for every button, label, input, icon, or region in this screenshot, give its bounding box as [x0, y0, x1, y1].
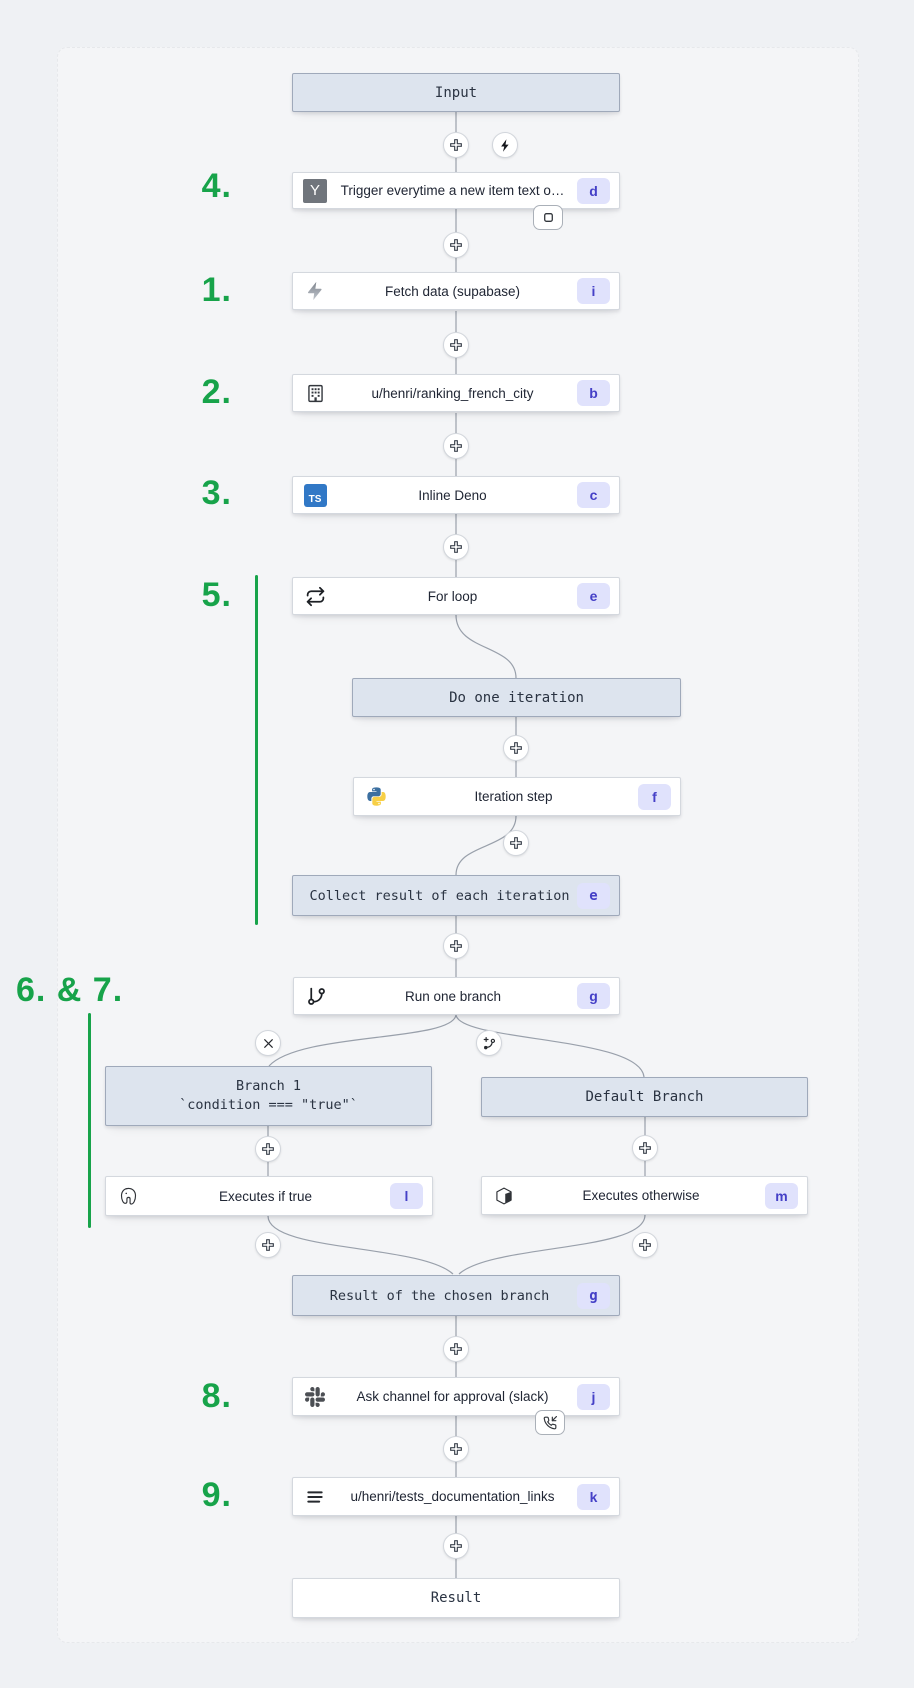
node-do-one-iteration[interactable]: Do one iteration [352, 678, 681, 717]
node-input-label: Input [434, 84, 478, 101]
insert-step-button[interactable] [255, 1232, 281, 1258]
hackernews-icon: Y [302, 178, 328, 204]
node-branch-1-condition: `condition === "true"` [179, 1097, 358, 1113]
insert-step-button[interactable] [443, 933, 469, 959]
annotation-4: 4. [201, 167, 232, 205]
node-input[interactable]: Input [292, 73, 620, 112]
annotation-5: 5. [201, 576, 232, 614]
node-branch-1-title: Branch 1 [235, 1078, 302, 1094]
insert-step-button[interactable] [443, 433, 469, 459]
node-run-one-branch[interactable]: Run one branch g [293, 977, 620, 1015]
typescript-icon: TS [302, 482, 328, 508]
node-inline-deno[interactable]: TS Inline Deno c [292, 476, 620, 514]
add-branch-button[interactable] [476, 1030, 502, 1056]
building-icon [302, 380, 328, 406]
node-executes-otherwise-label: Executes otherwise [582, 1188, 700, 1203]
remove-branch-button[interactable] [255, 1030, 281, 1056]
insert-step-button[interactable] [443, 1436, 469, 1462]
node-executes-if-true[interactable]: Executes if true l [105, 1176, 433, 1216]
node-branch-1[interactable]: Branch 1 `condition === "true"` [105, 1066, 432, 1126]
node-run-one-branch-id-badge: g [577, 983, 610, 1009]
insert-step-button[interactable] [443, 1336, 469, 1362]
node-tests-documentation[interactable]: u/henri/tests_documentation_links k [292, 1477, 620, 1516]
node-collect-result[interactable]: Collect result of each iteration e [292, 875, 620, 916]
phone-incoming-button[interactable] [535, 1410, 565, 1435]
node-executes-if-true-id-badge: l [390, 1183, 423, 1209]
insert-step-button[interactable] [443, 132, 469, 158]
node-slack-approval-id-badge: j [577, 1383, 610, 1410]
node-chosen-branch-result[interactable]: Result of the chosen branch g [292, 1275, 620, 1316]
annotation-8: 8. [201, 1377, 232, 1415]
node-tests-documentation-id-badge: k [577, 1483, 610, 1510]
annotation-line-6-7 [88, 1013, 91, 1228]
insert-step-button[interactable] [503, 735, 529, 761]
node-iteration-step-id-badge: f [638, 783, 671, 810]
node-slack-approval[interactable]: Ask channel for approval (slack) j [292, 1377, 620, 1416]
node-for-loop[interactable]: For loop e [292, 577, 620, 615]
node-result-label: Result [430, 1590, 482, 1606]
node-default-branch-label: Default Branch [585, 1089, 704, 1105]
annotation-1: 1. [201, 271, 232, 309]
node-inline-deno-id-badge: c [577, 482, 610, 508]
node-run-one-branch-label: Run one branch [404, 988, 502, 1004]
stop-square-button[interactable] [533, 205, 563, 230]
node-for-loop-id-badge: e [577, 583, 610, 609]
node-tests-documentation-label: u/henri/tests_documentation_links [350, 1489, 555, 1504]
annotation-3: 3. [201, 474, 232, 512]
trigger-bolt-button[interactable] [492, 132, 518, 158]
node-fetch-id-badge: i [577, 278, 610, 304]
insert-step-button[interactable] [443, 232, 469, 258]
node-executes-if-true-label: Executes if true [218, 1188, 313, 1204]
node-fetch-label: Fetch data (supabase) [384, 283, 521, 299]
node-for-loop-label: For loop [427, 588, 478, 604]
node-executes-otherwise-id-badge: m [765, 1182, 798, 1209]
node-do-one-iteration-label: Do one iteration [449, 689, 584, 706]
node-result[interactable]: Result [292, 1578, 620, 1618]
node-iteration-step-label: Iteration step [474, 789, 553, 804]
annotation-6-7: 6. & 7. [16, 971, 124, 1009]
insert-step-button[interactable] [632, 1135, 658, 1161]
annotation-line-5 [255, 575, 258, 925]
insert-step-button[interactable] [443, 534, 469, 560]
node-trigger-label: Trigger everytime a new item text o… [340, 183, 565, 198]
node-fetch-data[interactable]: Fetch data (supabase) i [292, 272, 620, 310]
insert-step-button[interactable] [443, 1533, 469, 1559]
slack-icon [302, 1384, 328, 1410]
insert-step-button[interactable] [632, 1232, 658, 1258]
node-iteration-step[interactable]: Iteration step f [353, 777, 681, 816]
node-trigger-id-badge: d [577, 177, 610, 204]
insert-step-button[interactable] [255, 1136, 281, 1162]
annotation-2: 2. [201, 373, 232, 411]
supabase-bolt-icon [302, 278, 328, 304]
annotation-9: 9. [201, 1476, 232, 1514]
node-ranking-id-badge: b [577, 380, 610, 406]
node-chosen-branch-result-label: Result of the chosen branch [329, 1287, 550, 1304]
node-chosen-branch-id-badge: g [577, 1282, 610, 1309]
insert-step-button[interactable] [503, 830, 529, 856]
node-ranking-script[interactable]: u/henri/ranking_french_city b [292, 374, 620, 412]
git-branch-icon [303, 983, 329, 1009]
node-slack-approval-label: Ask channel for approval (slack) [356, 1389, 549, 1404]
node-default-branch[interactable]: Default Branch [481, 1077, 808, 1117]
node-trigger[interactable]: Y Trigger everytime a new item text o… d [292, 172, 620, 209]
postgresql-icon [115, 1183, 141, 1209]
insert-step-button[interactable] [443, 332, 469, 358]
menu-lines-icon [302, 1484, 328, 1510]
repeat-loop-icon [302, 583, 328, 609]
node-ranking-label: u/henri/ranking_french_city [371, 385, 534, 401]
node-inline-deno-label: Inline Deno [418, 487, 487, 503]
node-collect-result-label: Collect result of each iteration [309, 887, 570, 904]
python-icon [363, 784, 389, 810]
node-executes-otherwise[interactable]: Executes otherwise m [481, 1176, 808, 1215]
node-collect-id-badge: e [577, 882, 610, 909]
cube-package-icon [491, 1183, 517, 1209]
